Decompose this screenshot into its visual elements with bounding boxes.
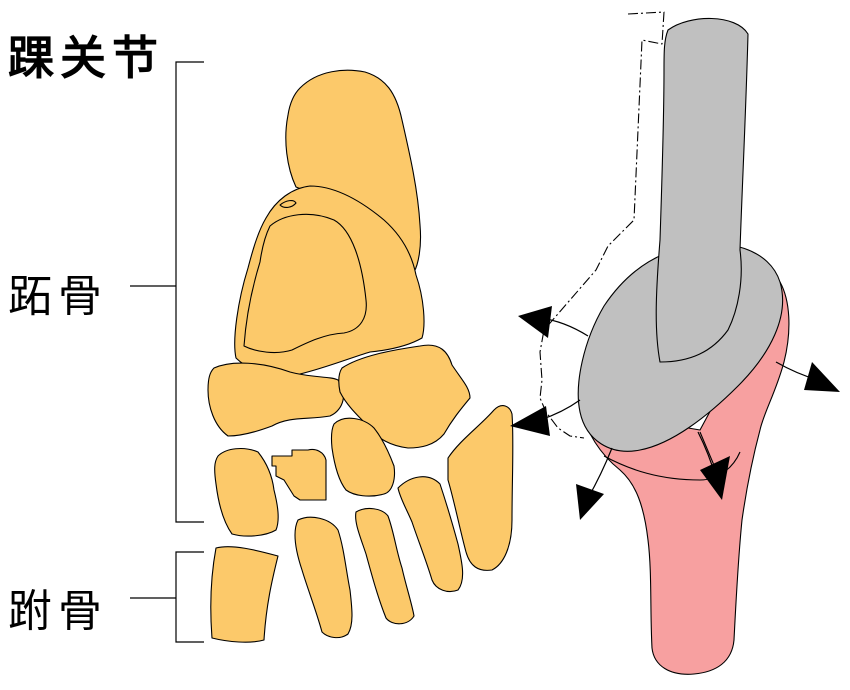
arrow-down-left-head [576,484,604,520]
foot-bones [207,69,514,643]
ghost-outline [539,11,665,439]
talus-articular-surface [243,213,367,354]
arrow-heads [510,306,840,520]
arrow-right-head [804,362,840,392]
cuneiform-1 [214,447,279,537]
talus-notch [279,200,297,208]
metatarsal-3 [355,507,415,625]
cuboid-lateral [447,405,514,571]
metatarsal-2 [294,516,353,639]
bracket-ankle-tarsal [130,61,204,523]
arrow-left-head [510,406,550,436]
base-contour-2 [699,431,717,471]
ankle-joint-title: 踝关节 [8,31,164,85]
upper-bone-shaft [655,17,749,363]
tarsal-label: 跖骨 [8,271,108,322]
base-contour [603,451,741,481]
arrow-down-right-head [700,456,730,500]
metatarsal-4 [397,476,464,593]
cuneiform-2 [271,448,327,501]
metatarsal-1 [210,546,279,643]
navicular-bone [207,362,345,437]
cuboid-bone [338,344,471,449]
bracket-metatarsal [130,551,204,643]
cuneiform-3 [330,417,396,497]
talus-bone [234,185,425,376]
metatarsal-label: 跗骨 [8,586,108,637]
ankle-joint-model [539,11,790,675]
arrow-upper-left-head [518,306,552,338]
